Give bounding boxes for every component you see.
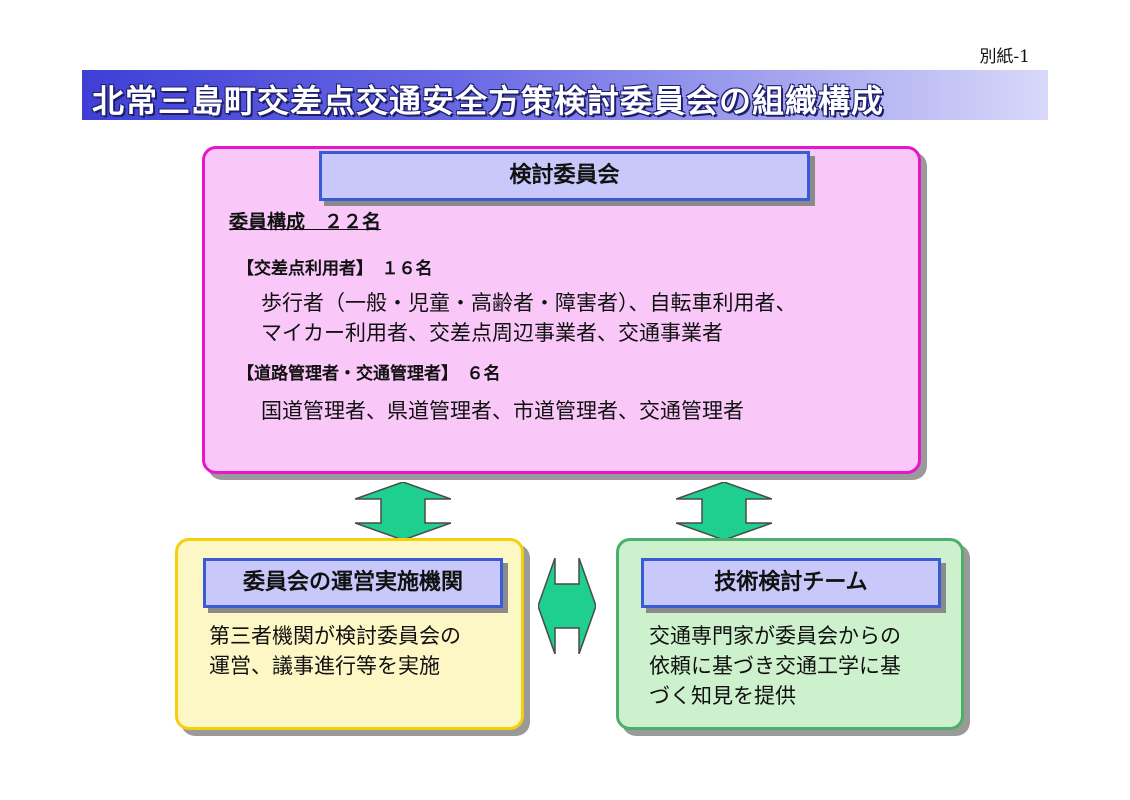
description-line: 運営、議事進行等を実施 <box>209 654 440 678</box>
technical-team-description: 交通専門家が委員会からの 依頼に基づき交通工学に基 づく知見を提供 <box>649 621 901 711</box>
description-line: 交通専門家が委員会からの <box>649 624 901 648</box>
double-arrow-horizontal <box>538 558 596 654</box>
page-title: 北常三島町交差点交通安全方策検討委員会の組織構成 <box>92 82 885 120</box>
double-arrow-vertical-right <box>676 482 772 540</box>
operations-box: 委員会の運営実施機関 第三者機関が検討委員会の 運営、議事進行等を実施 <box>175 538 524 730</box>
operations-description: 第三者機関が検討委員会の 運営、議事進行等を実施 <box>209 621 461 681</box>
technical-team-header: 技術検討チーム <box>641 558 941 608</box>
title-bar: 北常三島町交差点交通安全方策検討委員会の組織構成 <box>82 70 1048 120</box>
page-label: 別紙-1 <box>979 47 1030 67</box>
group-line: マイカー利用者、交差点周辺事業者、交通事業者 <box>261 321 723 345</box>
description-line: 依頼に基づき交通工学に基 <box>649 654 901 678</box>
committee-header: 検討委員会 <box>319 151 810 201</box>
operations-header: 委員会の運営実施機関 <box>203 558 503 608</box>
group-line: 歩行者（一般・児童・高齢者・障害者）、自転車利用者、 <box>261 291 797 315</box>
description-line: 第三者機関が検討委員会の <box>209 624 461 648</box>
group-line: 国道管理者、県道管理者、市道管理者、交通管理者 <box>261 399 744 423</box>
technical-team-box: 技術検討チーム 交通専門家が委員会からの 依頼に基づき交通工学に基 づく知見を提… <box>616 538 964 730</box>
double-arrow-vertical-left <box>355 482 451 540</box>
group-heading-road-traffic-managers: 【道路管理者・交通管理者】 ６名 <box>237 364 501 384</box>
description-line: づく知見を提供 <box>649 684 796 708</box>
members-heading: 委員構成 ２２名 <box>229 211 382 233</box>
group-heading-intersection-users: 【交差点利用者】 １６名 <box>237 259 433 279</box>
arrow-shape <box>355 482 451 540</box>
arrow-shape <box>538 558 596 654</box>
committee-box: 検討委員会 委員構成 ２２名 【交差点利用者】 １６名 歩行者（一般・児童・高齢… <box>202 146 921 474</box>
arrow-shape <box>676 482 772 540</box>
